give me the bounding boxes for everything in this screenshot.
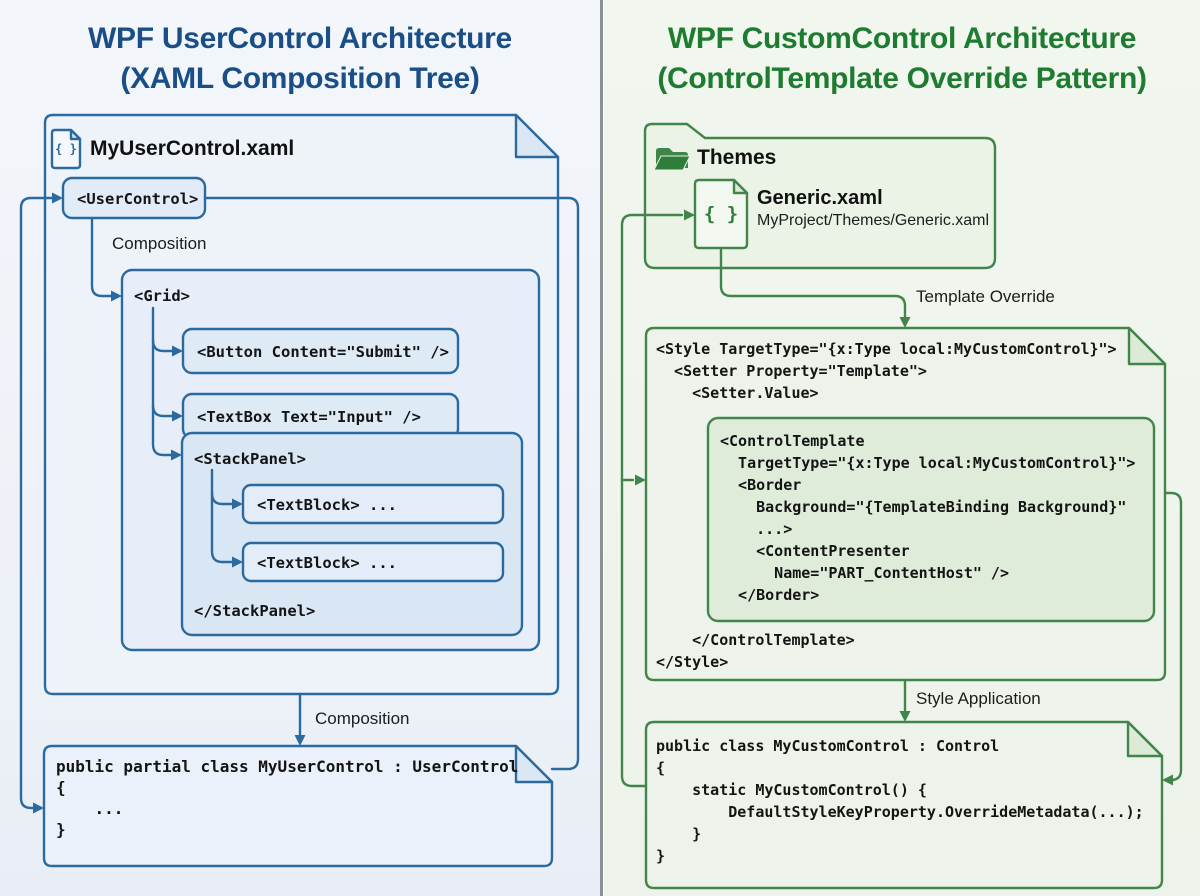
style-document-fold (1127, 326, 1167, 366)
generic-xaml-name: Generic.xaml (757, 187, 883, 209)
arrowhead-into-textblock2 (232, 556, 243, 568)
folder-icon-front (653, 155, 691, 171)
arrowhead-template-override-down (899, 317, 911, 328)
arrowhead-into-grid (111, 290, 122, 302)
stackpanel-open-label: <StackPanel> (194, 450, 306, 468)
arrowhead-style-application-down (899, 711, 911, 722)
xaml-file-icon-fold (69, 128, 82, 141)
usercontrol-node-label: <UserControl> (77, 190, 199, 208)
arrowhead-into-style (635, 474, 646, 486)
customcontrol-code-text: public class MyCustomControl : Control {… (656, 737, 1144, 865)
left-rail-connector (19, 196, 59, 810)
template-override-label: Template Override (916, 287, 1055, 306)
style-close-code: </ControlTemplate> </Style> (656, 631, 855, 671)
controltemplate-box (706, 416, 1156, 623)
left-title-line1: WPF UserControl Architecture (88, 22, 512, 55)
arrowhead-into-stackpanel (171, 449, 182, 461)
usercontrol-to-grid-connector (90, 216, 113, 298)
right-title-line2: (ControlTemplate Override Pattern) (657, 62, 1147, 95)
arrowhead-into-codebehind (33, 802, 44, 814)
xaml-document-title: MyUserControl.xaml (90, 137, 295, 160)
right-title-line1: WPF CustomControl Architecture (667, 22, 1137, 55)
arrowhead-composition-down (294, 735, 306, 746)
style-application-label: Style Application (916, 689, 1041, 708)
button-node-label: <Button Content="Submit" /> (197, 343, 449, 361)
grid-to-textbox-branch (151, 403, 174, 418)
xaml-file-icon-glyph: { } (55, 142, 77, 156)
arrowhead-into-textblock1 (232, 498, 243, 510)
generic-to-style-connector (719, 246, 907, 319)
stackpanel-close-label: </StackPanel> (194, 602, 316, 620)
generic-xaml-file-icon-fold (732, 178, 749, 195)
codebehind-code-text: public partial class MyUserControl : Use… (56, 757, 519, 839)
codebehind-document-box (42, 744, 554, 868)
codebehind-document-fold (514, 744, 554, 784)
arrowhead-into-generic-xaml (684, 209, 695, 221)
composition-codebehind-label: Composition (315, 709, 410, 728)
stackpanel-node-box (180, 431, 524, 637)
customcontrol-code-box (644, 720, 1164, 890)
arrowhead-into-code-right (1162, 774, 1173, 786)
style-to-code-right-loop (1163, 491, 1183, 782)
grid-to-button-branch (151, 338, 174, 353)
themes-folder-label: Themes (697, 146, 777, 169)
textbox-node-label: <TextBox Text="Input" /> (197, 408, 421, 426)
generic-xaml-file-icon (693, 178, 749, 250)
arrowhead-into-button (172, 345, 183, 357)
right-rail-connector (203, 196, 580, 771)
arrowhead-into-usercontrol (52, 192, 63, 204)
customcontrol-code-fold (1126, 720, 1164, 758)
textblock1-node-label: <TextBlock> ... (257, 496, 397, 514)
textblock2-node-label: <TextBlock> ... (257, 554, 397, 572)
left-title-line2: (XAML Composition Tree) (120, 62, 480, 95)
xaml-document-fold (514, 113, 560, 159)
generic-xaml-icon-glyph: { } (703, 203, 739, 225)
composition-child-label: Composition (112, 234, 207, 253)
panel-divider (600, 0, 603, 896)
code-to-generic-rail (620, 213, 684, 788)
grid-node-label: <Grid> (134, 287, 190, 305)
controltemplate-code: <ControlTemplate TargetType="{x:Type loc… (720, 432, 1136, 604)
stackpanel-children-trunk (210, 468, 234, 564)
stackpanel-to-textblock1-branch (210, 491, 234, 506)
generic-xaml-path: MyProject/Themes/Generic.xaml (757, 212, 990, 229)
grid-children-trunk (151, 306, 173, 457)
arrowhead-into-textbox (172, 410, 183, 422)
style-open-code: <Style TargetType="{x:Type local:MyCusto… (656, 340, 1117, 402)
